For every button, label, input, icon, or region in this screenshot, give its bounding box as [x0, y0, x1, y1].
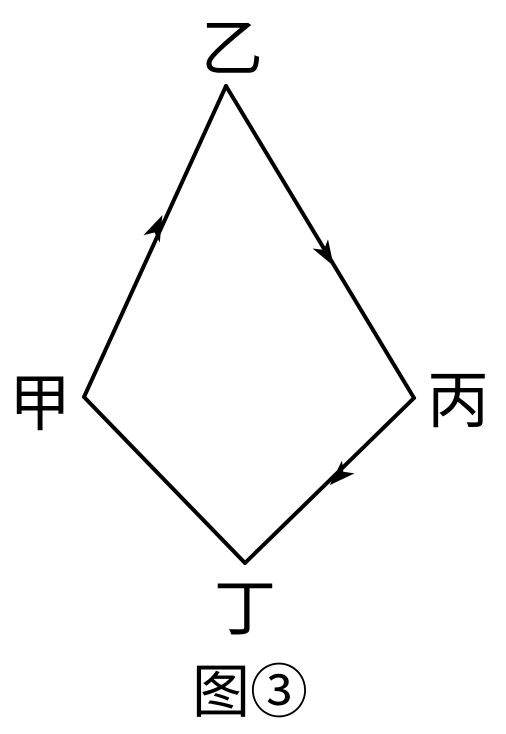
- arrow-jia-to-yi: [143, 215, 163, 243]
- node-label-yi: 乙: [201, 12, 263, 85]
- edge-ding-jia: [82, 395, 247, 565]
- node-label-bing: 丙: [427, 364, 489, 437]
- arrow-bing-to-ding: [329, 460, 355, 486]
- edge-jia-yi: [82, 84, 228, 399]
- node-label-ding: 丁: [214, 572, 276, 645]
- figure-caption: 图③: [192, 658, 308, 726]
- edge-yi-bing: [224, 84, 416, 400]
- arrow-yi-to-bing: [312, 239, 334, 267]
- edge-bing-ding: [243, 396, 416, 565]
- node-label-jia: 甲: [9, 367, 71, 440]
